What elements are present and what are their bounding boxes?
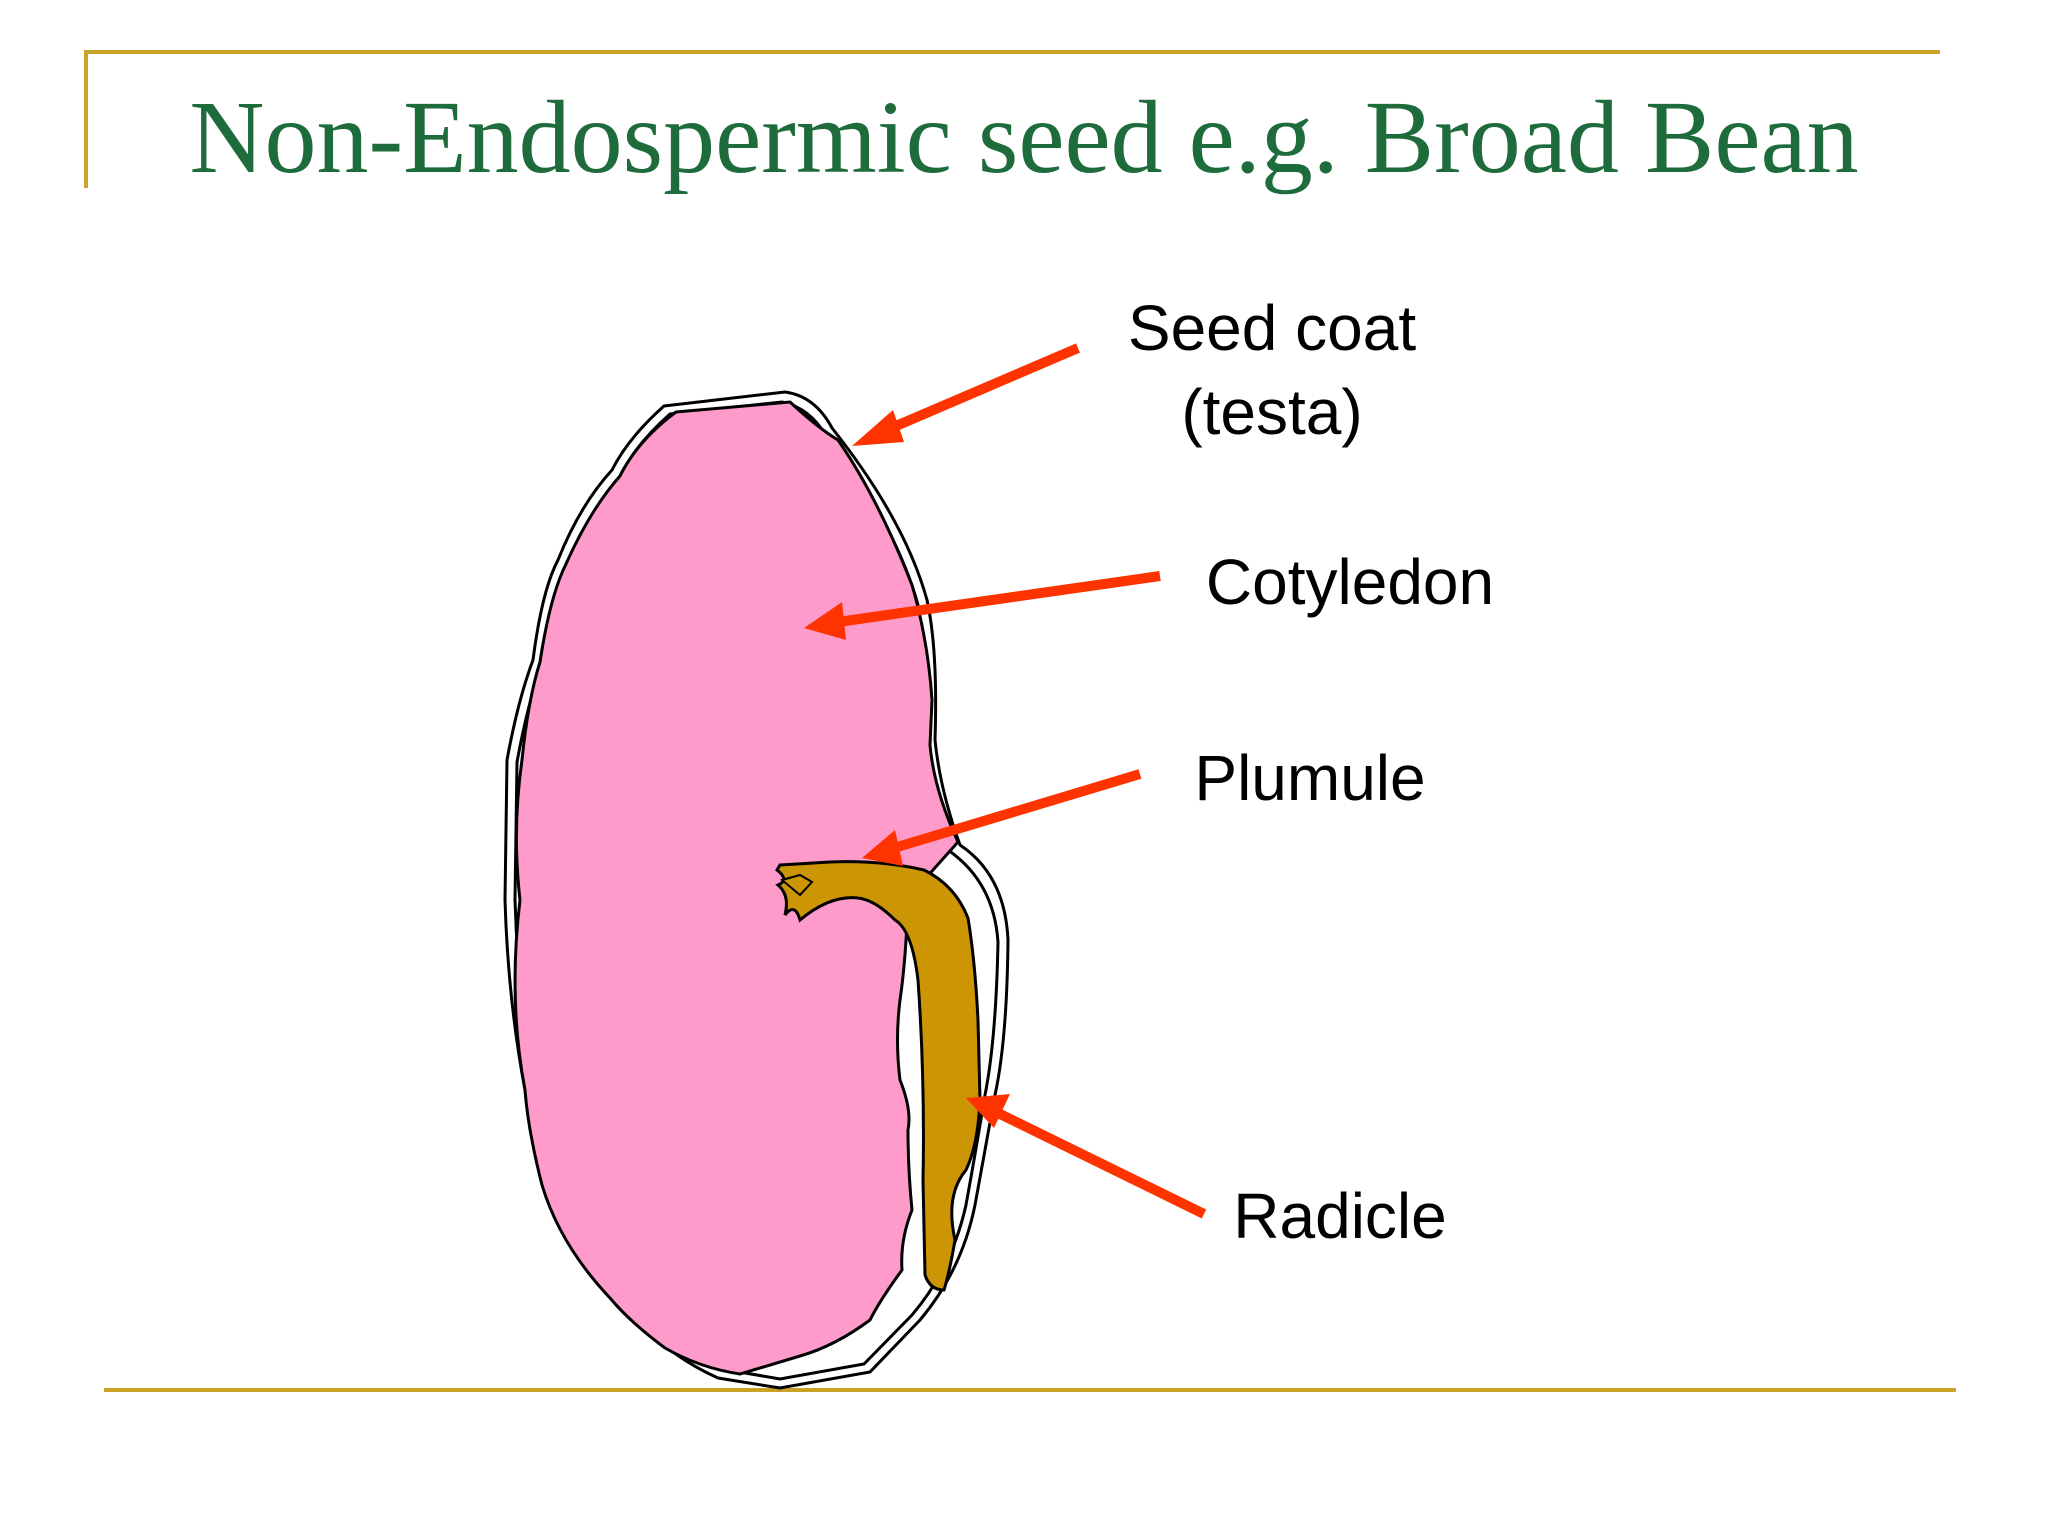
cotyledon-shape <box>513 400 960 1376</box>
label-seed-coat-line1: Seed coat <box>1127 292 1417 364</box>
arrow-seed-coat <box>852 343 1080 446</box>
plumule-tip <box>779 873 814 897</box>
arrow-plumule <box>862 769 1142 866</box>
embryo-shape <box>775 860 982 1292</box>
frame-top-rule <box>84 50 1940 54</box>
label-plumule: Plumule <box>1194 742 1426 814</box>
label-seed-coat-line2: (testa) <box>1181 376 1363 448</box>
label-radicle: Radicle <box>1233 1180 1447 1252</box>
frame-bottom-rule <box>104 1388 1956 1392</box>
slide-title: Non-Endospermic seed e.g. Broad Bean <box>189 80 1859 195</box>
frame-left-rule <box>84 50 88 188</box>
arrow-radicle <box>966 1094 1207 1219</box>
label-cotyledon: Cotyledon <box>1205 546 1495 618</box>
arrow-cotyledon <box>804 571 1161 640</box>
